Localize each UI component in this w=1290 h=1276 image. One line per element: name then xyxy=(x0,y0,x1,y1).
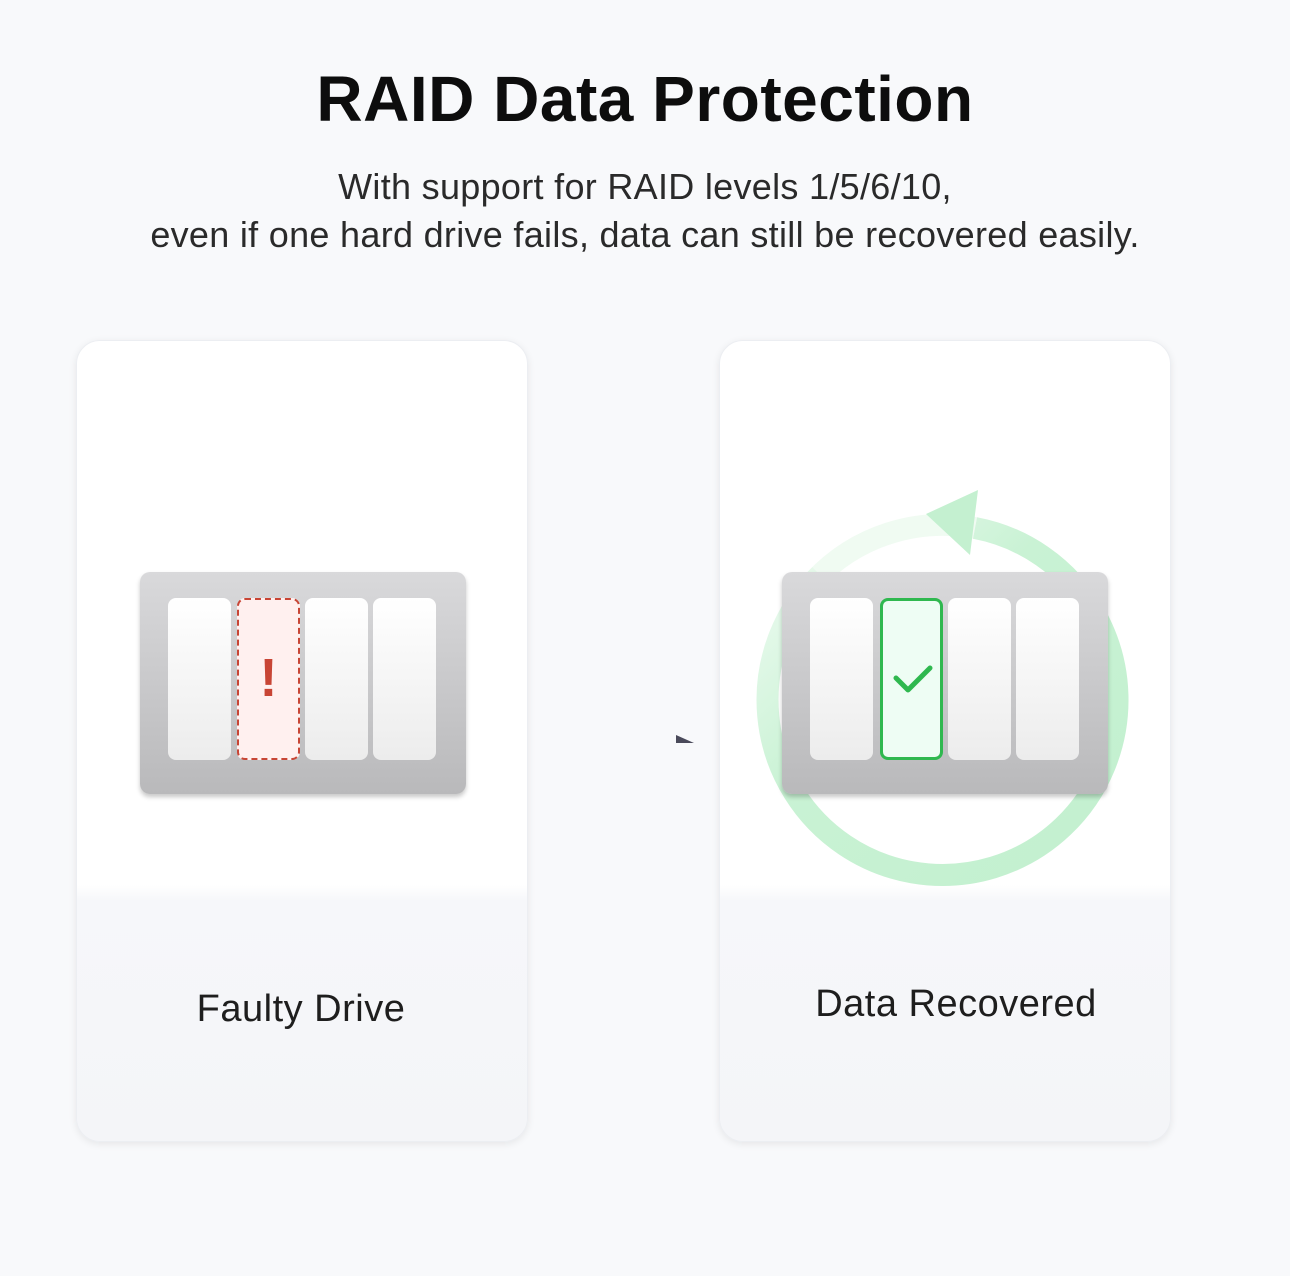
nas-enclosure-faulty: ! xyxy=(140,572,466,794)
drive-slot xyxy=(810,598,873,760)
faulty-drive-caption: Faulty Drive xyxy=(196,988,406,1030)
data-recovered-caption: Data Recovered xyxy=(815,983,1097,1025)
dashed-arrow-icon xyxy=(552,735,694,745)
page-title: RAID Data Protection xyxy=(316,63,974,135)
drive-slot xyxy=(373,598,436,760)
subtitle-line-2: even if one hard drive fails, data can s… xyxy=(150,214,1140,255)
warning-icon: ! xyxy=(259,648,278,708)
drive-slot xyxy=(305,598,368,760)
drive-slot xyxy=(1016,598,1079,760)
drive-slot xyxy=(948,598,1011,760)
subtitle-line-1: With support for RAID levels 1/5/6/10, xyxy=(338,166,952,207)
drive-slot xyxy=(168,598,231,760)
faulty-drive-slot: ! xyxy=(237,598,300,760)
nas-enclosure-recovered xyxy=(782,572,1108,794)
check-icon xyxy=(893,665,933,693)
recovered-drive-slot xyxy=(880,598,943,760)
